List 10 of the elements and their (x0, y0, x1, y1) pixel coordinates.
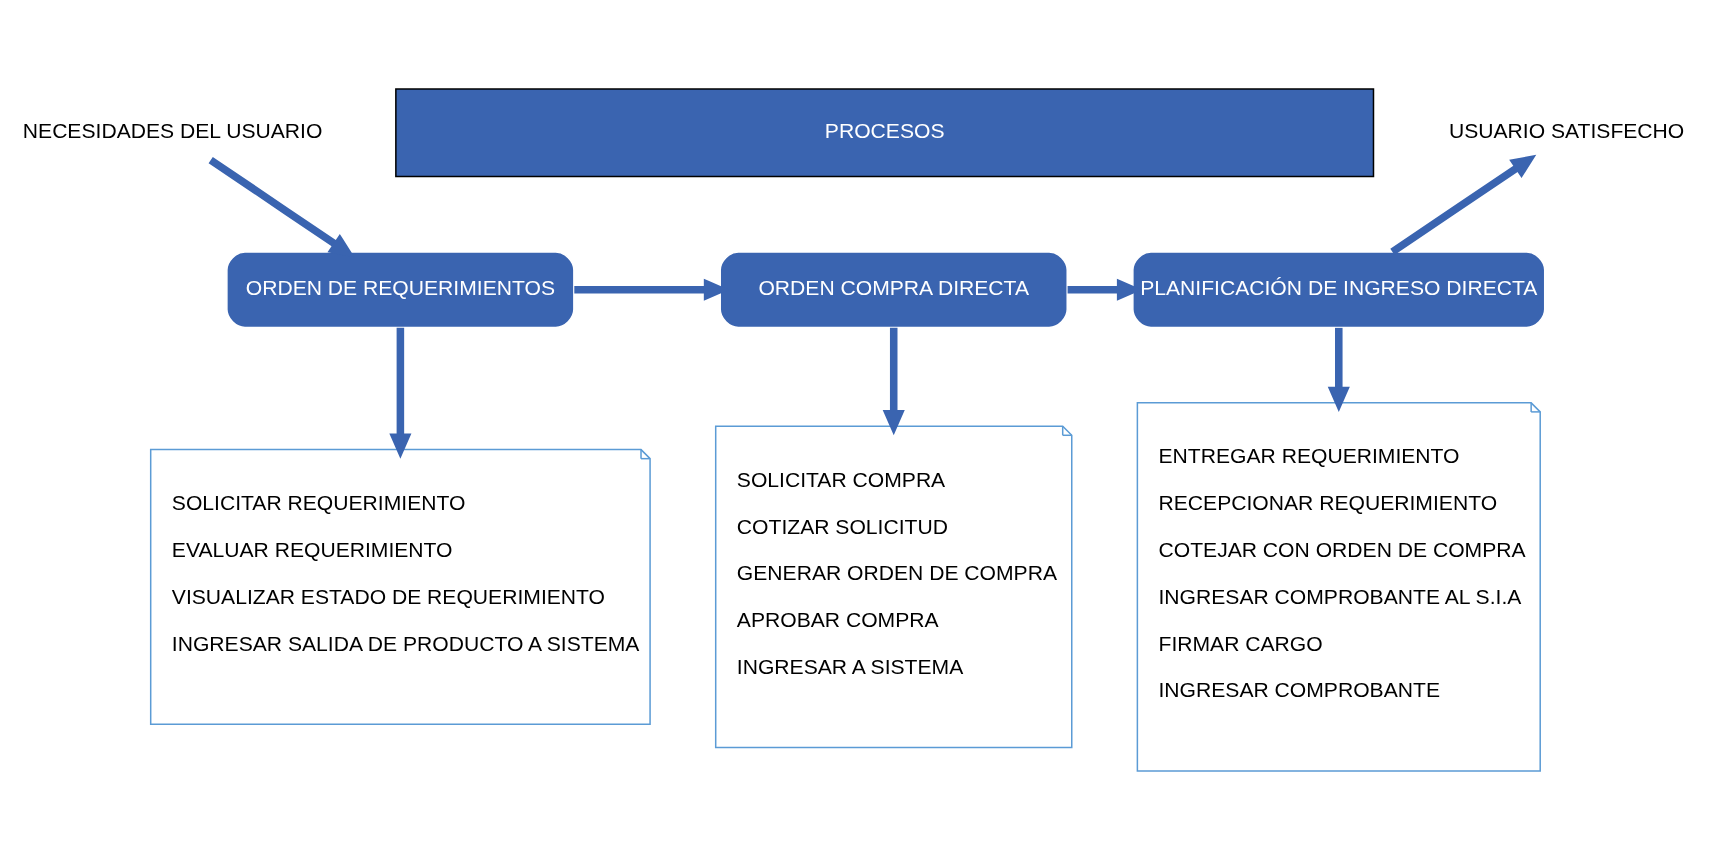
arrow (389, 327, 412, 459)
arrow (882, 327, 905, 435)
node-box: ORDEN COMPRA DIRECTA (719, 250, 1068, 328)
node-text: USUARIO SATISFECHO (1448, 118, 1685, 142)
node-box: PROCESOS (395, 87, 1375, 177)
arrow (1390, 154, 1537, 255)
node-text: NECESIDADES DEL USUARIO (22, 118, 323, 142)
arrow (1327, 327, 1350, 412)
node-box: ORDEN DE REQUERIMIENTOS (226, 250, 575, 328)
node-box: PLANIFICACIÓN DE INGRESO DIRECTA (1132, 250, 1546, 328)
